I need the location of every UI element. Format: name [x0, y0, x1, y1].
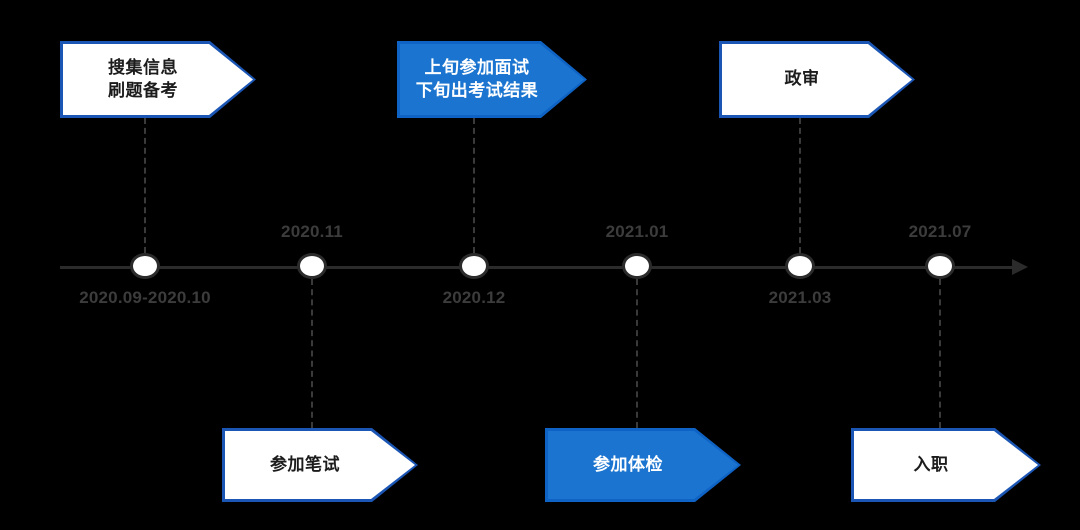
timeline-node-6[interactable] — [925, 253, 955, 279]
timeline-node-1[interactable] — [130, 253, 160, 279]
callout-collect-info[interactable]: 搜集信息 刷题备考 — [60, 41, 256, 118]
timeline-node-2[interactable] — [297, 253, 327, 279]
callout-collect-info-body: 搜集信息 刷题备考 — [63, 44, 253, 115]
timeline-axis-line — [60, 266, 1020, 269]
date-label-node-2: 2020.11 — [281, 222, 343, 241]
timeline-node-4[interactable] — [622, 253, 652, 279]
callout-political-review-body: 政审 — [722, 44, 912, 115]
callout-political-review-label: 政审 — [784, 69, 820, 89]
callout-onboarding-label: 入职 — [913, 454, 949, 474]
callout-interview-label: 上旬参加面试 下旬出考试结果 — [415, 57, 539, 100]
connector-node-2 — [311, 279, 313, 428]
connector-node-3 — [473, 118, 475, 253]
date-label-node-4: 2021.01 — [605, 222, 669, 241]
callout-physical-exam[interactable]: 参加体检 — [545, 428, 741, 502]
callout-written-exam-label: 参加笔试 — [270, 454, 340, 474]
callout-collect-info-label: 搜集信息 刷题备考 — [108, 57, 178, 100]
date-label-node-1: 2020.09-2020.10 — [79, 288, 211, 307]
callout-written-exam-body: 参加笔试 — [225, 431, 415, 499]
callout-physical-exam-label: 参加体检 — [593, 454, 663, 474]
connector-node-4 — [636, 279, 638, 428]
callout-political-review[interactable]: 政审 — [719, 41, 915, 118]
callout-physical-exam-body: 参加体检 — [548, 431, 738, 499]
callout-interview[interactable]: 上旬参加面试 下旬出考试结果 — [397, 41, 587, 118]
date-label-node-6: 2021.07 — [908, 222, 972, 241]
date-label-node-5: 2021.03 — [768, 288, 832, 307]
callout-onboarding[interactable]: 入职 — [851, 428, 1041, 502]
callout-onboarding-body: 入职 — [854, 431, 1038, 499]
timeline-node-3[interactable] — [459, 253, 489, 279]
timeline-axis-arrowhead-icon — [1012, 259, 1028, 275]
timeline-node-5[interactable] — [785, 253, 815, 279]
connector-node-6 — [939, 279, 941, 428]
connector-node-5 — [799, 118, 801, 253]
callout-written-exam[interactable]: 参加笔试 — [222, 428, 418, 502]
callout-interview-body: 上旬参加面试 下旬出考试结果 — [400, 44, 584, 115]
date-label-node-3: 2020.12 — [442, 288, 506, 307]
connector-node-1 — [144, 118, 146, 253]
